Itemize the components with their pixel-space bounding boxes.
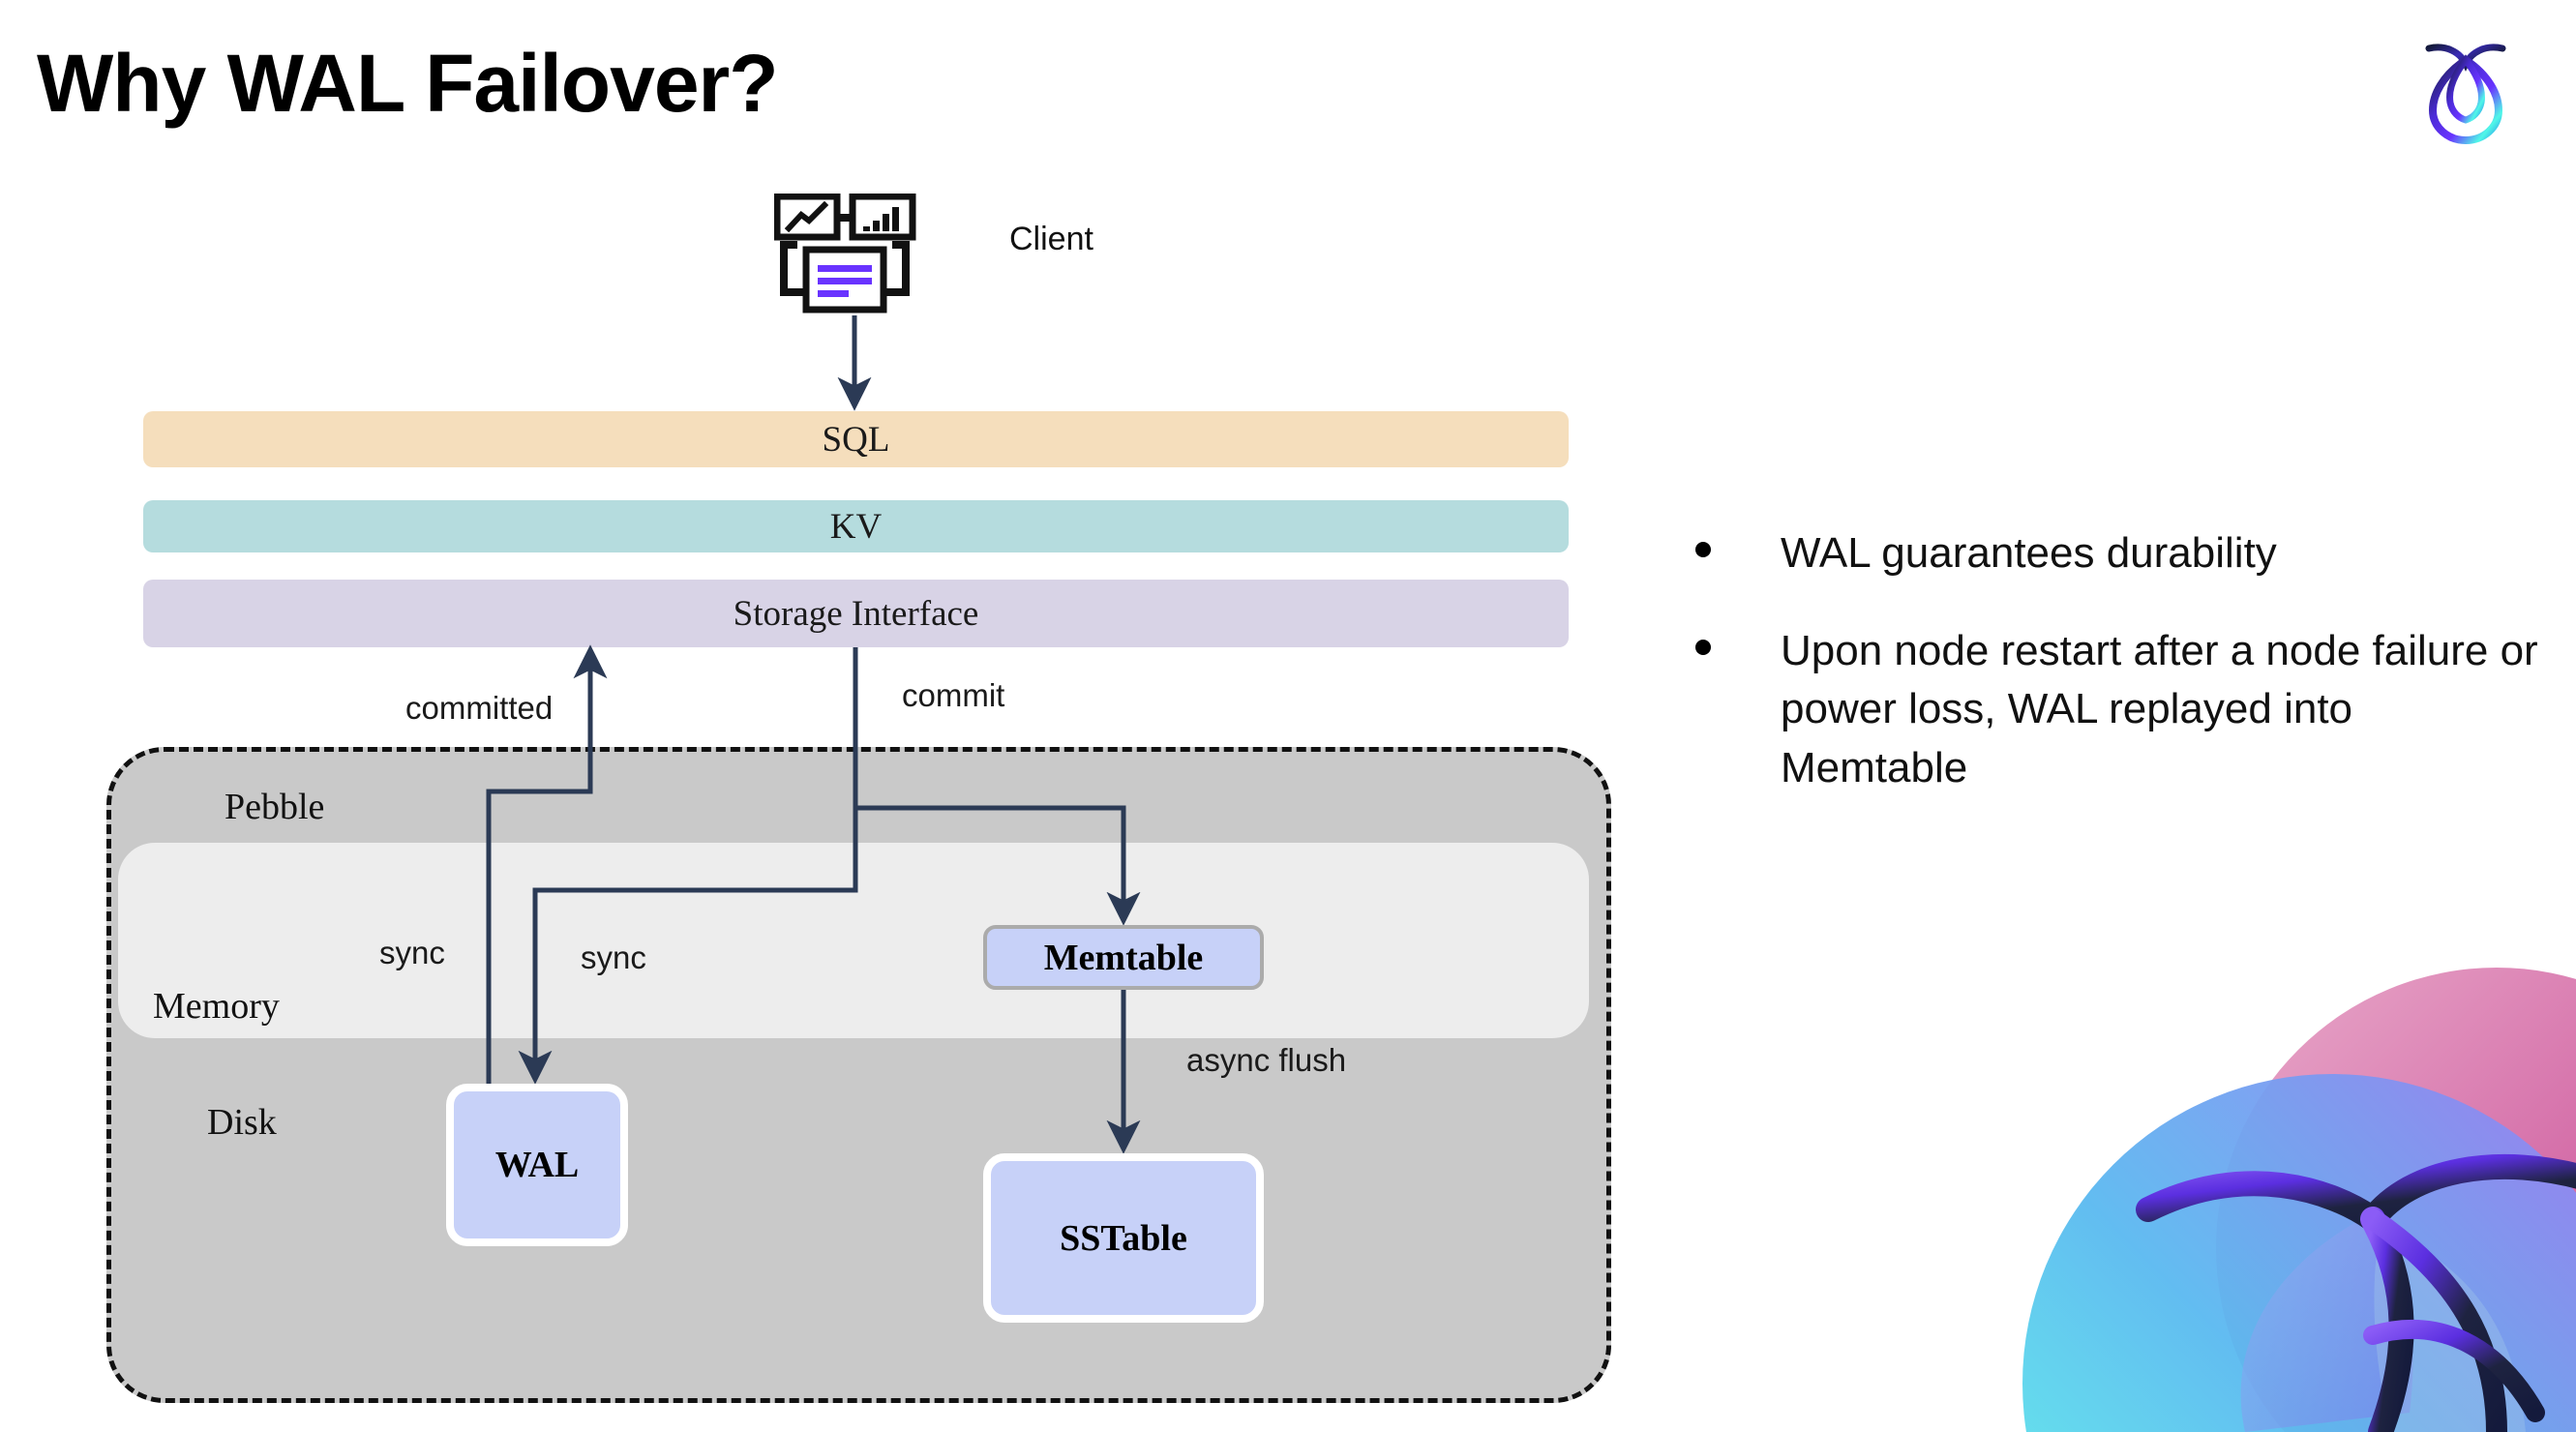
list-item: WAL guarantees durability — [1695, 524, 2547, 583]
node-label-memtable: Memtable — [1043, 937, 1204, 978]
client-label: Client — [1009, 221, 1093, 257]
edge-label-commit: commit — [902, 677, 1005, 713]
disk-label: Disk — [207, 1102, 277, 1143]
layer-label-storage-interface: Storage Interface — [733, 593, 979, 634]
memory-region — [118, 843, 1589, 1038]
layer-bar-sql: SQL — [143, 411, 1569, 467]
pebble-label: Pebble — [225, 787, 325, 827]
client-dashboard-icon — [773, 193, 929, 319]
list-item: Upon node restart after a node failure o… — [1695, 622, 2547, 798]
node-label-wal: WAL — [494, 1145, 580, 1185]
bullet-text: WAL guarantees durability — [1781, 529, 2277, 577]
edge-label-sync-2: sync — [581, 940, 646, 975]
decorative-logo-artwork — [1955, 929, 2576, 1432]
layer-label-sql: SQL — [822, 419, 890, 460]
memory-label: Memory — [153, 986, 280, 1027]
edge-label-sync-1: sync — [379, 935, 445, 970]
bullet-dot-icon — [1695, 639, 1711, 655]
bullet-text: Upon node restart after a node failure o… — [1781, 626, 2538, 792]
node-memtable: Memtable — [983, 925, 1264, 990]
layer-bar-storage-interface: Storage Interface — [143, 580, 1569, 647]
layer-bar-kv: KV — [143, 500, 1569, 552]
page-title: Why WAL Failover? — [37, 38, 779, 129]
node-label-sstable: SSTable — [1060, 1217, 1187, 1259]
node-wal: WAL — [446, 1084, 628, 1246]
node-sstable: SSTable — [983, 1153, 1264, 1323]
edge-label-async-flush: async flush — [1186, 1042, 1347, 1078]
bullet-dot-icon — [1695, 542, 1711, 557]
cockroachdb-logo — [2417, 31, 2514, 145]
layer-label-kv: KV — [829, 506, 883, 547]
bullet-list: WAL guarantees durability Upon node rest… — [1695, 524, 2547, 837]
edge-label-committed: committed — [405, 690, 554, 726]
